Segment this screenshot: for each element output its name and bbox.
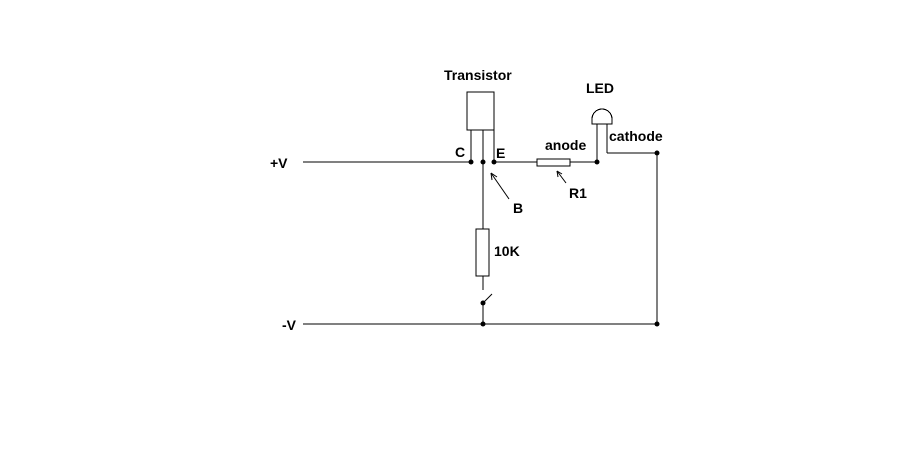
cathode-label: cathode xyxy=(609,128,663,144)
return-ground-junction-dot xyxy=(654,321,660,327)
emitter-label: E xyxy=(496,145,505,161)
led-label: LED xyxy=(586,80,614,96)
led-dome xyxy=(591,108,613,125)
transistor-label: Transistor xyxy=(444,67,512,83)
resistor-10k-label: 10K xyxy=(494,243,520,259)
resistor-r1 xyxy=(536,158,571,167)
switch-ground-junction-dot xyxy=(480,321,486,327)
base-arrow-shaft xyxy=(490,172,510,200)
cathode-junction-dot xyxy=(654,150,660,156)
base-arrow-head-a xyxy=(490,172,493,181)
transistor-body xyxy=(466,91,495,131)
resistor-10k xyxy=(475,228,490,277)
r1-pointer-arrow xyxy=(556,170,567,184)
anode-junction-dot xyxy=(594,159,600,165)
positive-supply-label: +V xyxy=(270,155,288,171)
base-junction-dot xyxy=(480,159,486,165)
base-pointer-arrow xyxy=(490,172,510,200)
r1-arrow-shaft xyxy=(556,170,567,184)
collector-label: C xyxy=(455,144,465,160)
collector-junction-dot xyxy=(468,159,474,165)
r1-arrow-head-b xyxy=(556,170,563,175)
emitter-junction-dot xyxy=(491,159,497,165)
r1-arrow-head-a xyxy=(556,170,559,178)
led-symbol xyxy=(591,108,657,162)
r1-label: R1 xyxy=(569,185,587,201)
transistor-symbol xyxy=(466,91,495,162)
anode-label: anode xyxy=(545,137,586,153)
base-arrow-head-b xyxy=(490,172,498,178)
base-label: B xyxy=(513,200,523,216)
negative-supply-label: -V xyxy=(282,317,297,333)
switch-pivot-dot xyxy=(480,300,486,306)
